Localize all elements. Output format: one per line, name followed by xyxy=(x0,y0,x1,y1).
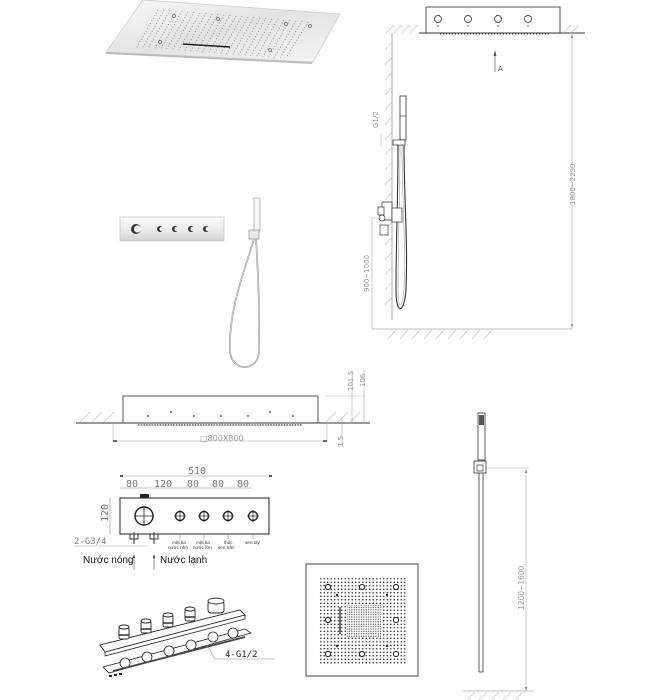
spacing-3: 80 xyxy=(187,479,199,490)
valve-and-handshower-photo xyxy=(118,192,278,372)
valve-isometric-view: 4-G1/2 xyxy=(95,595,285,700)
outlet-1-line2: nước nhỏ xyxy=(168,544,188,550)
outlet-3-line1: thác xyxy=(224,540,233,545)
rail-height-label: 1200~1600 xyxy=(517,565,526,610)
outer-height-label: 106 xyxy=(359,373,367,387)
ceiling-size-label: □800X800 xyxy=(200,434,244,443)
spacing-1: 80 xyxy=(126,479,138,490)
hand-shower-side-view: 1200~1600 xyxy=(455,405,535,700)
spacing-5: 80 xyxy=(237,479,249,490)
hot-water-label: Nước nóng xyxy=(83,555,134,566)
valve-height-label: 120 xyxy=(100,504,111,522)
outlet-2-line2: nước lớn xyxy=(193,545,212,550)
ceiling-section-view: □800X800 101.5 106 1.5 xyxy=(70,365,390,455)
spacing-4: 80 xyxy=(212,479,224,490)
arrow-a-label: A xyxy=(498,65,503,73)
valve-front-view: 510 80 120 80 80 80 mặt tia nước nhỏ mặt… xyxy=(60,460,280,570)
cold-water-label: Nước lạnh xyxy=(160,555,207,566)
outlet-3-line2: sen trần xyxy=(218,545,235,550)
ceiling-shower-photo xyxy=(100,0,345,65)
outlet-thread-label: 4-G1/2 xyxy=(225,650,258,660)
outlet-4-line1: sen tay xyxy=(245,540,261,545)
outlet-2-line1: mặt tia xyxy=(196,540,210,545)
inlet-thread-label: 2-G3/4 xyxy=(74,537,107,547)
total-width-label: 510 xyxy=(188,466,206,477)
ceiling-height-label: 1800~2250 xyxy=(569,164,577,206)
inner-height-label: 101.5 xyxy=(347,371,355,391)
outlet-1-line1: mặt tia xyxy=(172,540,186,545)
wall-side-view: A 1800~2250 G1/2 900~1000 xyxy=(360,0,645,340)
mixer-height-label: 900~1000 xyxy=(363,255,371,292)
recess-label: 1.5 xyxy=(337,436,345,447)
spacing-2: 120 xyxy=(154,479,172,490)
g-thread-label: G1/2 xyxy=(372,111,380,128)
ceiling-head-plan-view xyxy=(305,563,420,678)
